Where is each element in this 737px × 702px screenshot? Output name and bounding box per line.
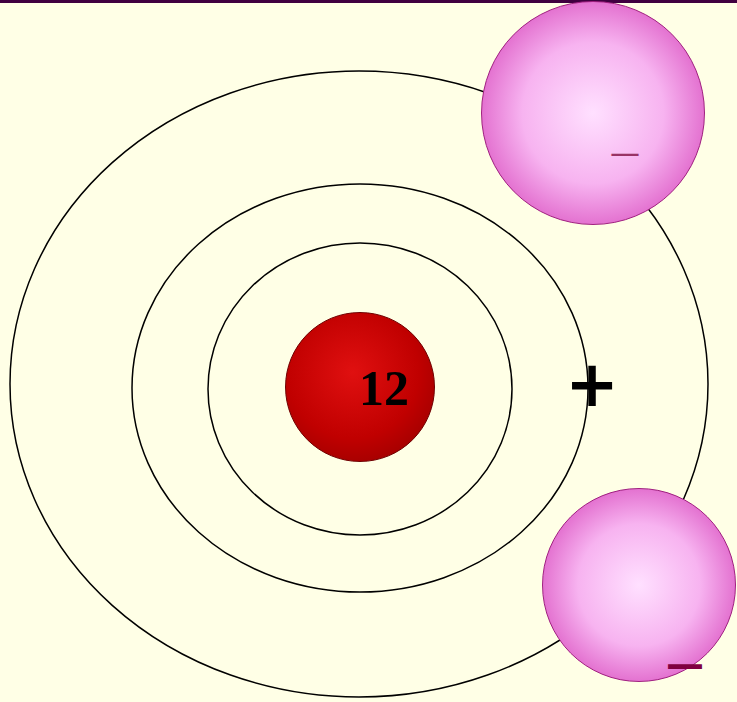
charge-sign: + (565, 352, 619, 416)
middle-orbit (132, 184, 588, 592)
inner-orbit (208, 243, 512, 535)
atomic-number: 12 (359, 363, 409, 413)
nucleus-circle: 12 (285, 312, 435, 462)
charge-sign: — (666, 645, 704, 683)
charge-sign: — (610, 138, 640, 168)
top-rule (0, 0, 737, 3)
electron-circle: — (542, 488, 736, 682)
electron-circle: — (481, 1, 705, 225)
